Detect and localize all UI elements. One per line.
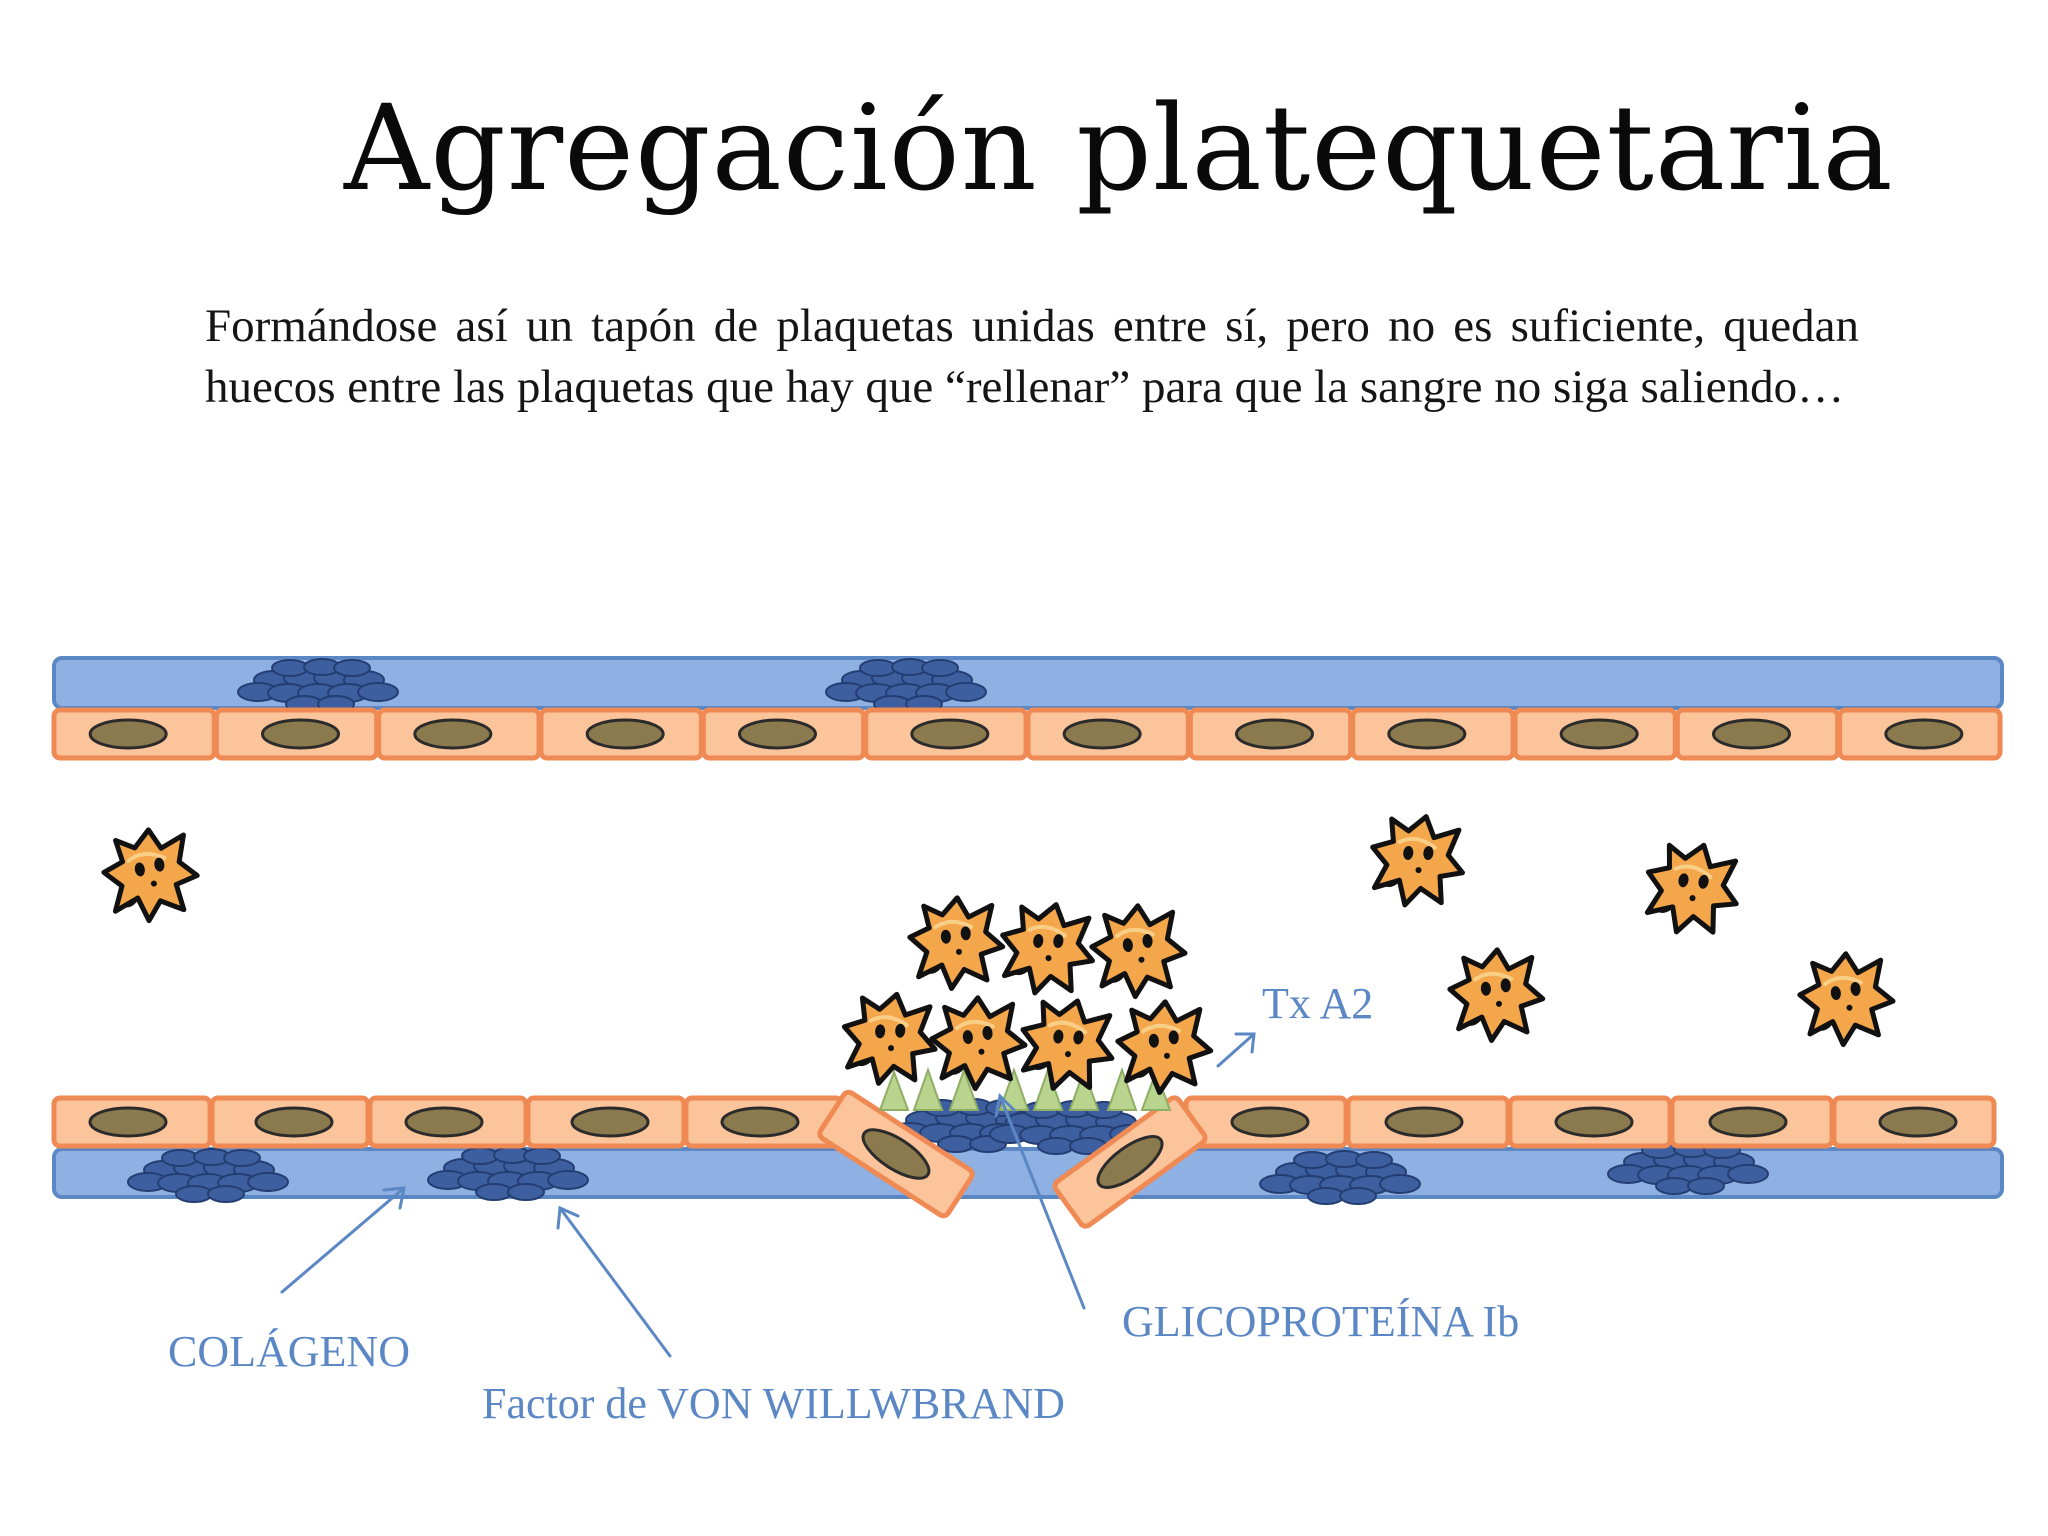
cell-nucleus	[254, 1106, 334, 1138]
label-von-willebrand-factor: Factor de VON WILLWBRAND	[482, 1379, 1065, 1428]
endothelial-cells-upper	[51, 707, 2003, 761]
cell-nucleus	[404, 1106, 484, 1138]
platelet	[1015, 994, 1119, 1096]
cell-nucleus	[1554, 1106, 1634, 1138]
damaged-cell-left	[817, 1089, 975, 1219]
endothelial-cell	[209, 1095, 371, 1149]
endothelial-cell	[525, 1095, 687, 1149]
endothelial-cell	[51, 1095, 213, 1149]
cell-nucleus	[738, 718, 817, 750]
cell-nucleus	[910, 718, 990, 750]
endothelial-cell	[1831, 1095, 1997, 1149]
cell-nucleus	[1878, 1106, 1958, 1138]
cell-nucleus	[570, 1106, 650, 1138]
endothelial-cell	[1183, 1095, 1349, 1149]
platelet	[99, 824, 203, 926]
endothelial-cell	[213, 707, 380, 761]
endothelial-cell	[1512, 707, 1678, 761]
cell-nucleus	[1559, 718, 1639, 750]
platelet	[1115, 999, 1213, 1095]
platelet	[1088, 901, 1189, 1000]
endothelial-cell	[1187, 707, 1354, 761]
platelet	[907, 895, 1005, 991]
endothelial-cell	[1674, 707, 1841, 761]
label-txa2: Tx A2	[1262, 979, 1373, 1028]
platelet	[1367, 811, 1468, 910]
endothelial-cell	[376, 707, 542, 761]
endothelial-cell	[1669, 1095, 1835, 1149]
glycoprotein-ib-receptors	[878, 1066, 1172, 1111]
slide-title: Agregación platequetaria	[344, 79, 1894, 217]
cell-nucleus	[1230, 1106, 1310, 1138]
cell-nucleus	[1384, 1106, 1464, 1138]
label-collagen: COLÁGENO	[168, 1327, 410, 1376]
platelet-plug	[841, 895, 1214, 1096]
endothelial-cell	[1507, 1095, 1673, 1149]
cell-nucleus	[720, 1106, 800, 1138]
endothelial-cell	[367, 1095, 529, 1149]
cell-nucleus	[1387, 718, 1467, 750]
endothelial-cell	[1837, 707, 2003, 761]
label-arrows	[280, 1032, 1256, 1358]
endothelial-cell	[1350, 707, 1516, 761]
cell-nucleus	[1712, 718, 1791, 750]
label-glycoprotein-ib: GLICOPROTEÍNA Ib	[1122, 1297, 1519, 1346]
endothelial-cell	[683, 1095, 845, 1149]
cell-nucleus	[88, 718, 168, 750]
endothelial-cell	[863, 707, 1029, 761]
platelet	[1639, 837, 1745, 942]
upper-vessel-wall	[52, 656, 2004, 710]
cell-nucleus	[1708, 1106, 1788, 1138]
platelet	[1447, 947, 1545, 1043]
platelet	[1796, 949, 1897, 1048]
platelet	[841, 991, 939, 1087]
endothelial-cell	[1025, 707, 1191, 761]
endothelial-cell	[700, 707, 867, 761]
endothelial-cells-lower	[51, 1095, 1997, 1149]
endothelial-cell	[1345, 1095, 1511, 1149]
cell-nucleus	[413, 718, 493, 750]
cell-nucleus	[88, 1106, 168, 1138]
slide-body-text: Formándose así un tapón de plaquetas uni…	[205, 300, 1859, 413]
cell-nucleus	[1884, 718, 1964, 750]
endothelial-cell	[51, 707, 217, 761]
endothelial-cell	[538, 707, 704, 761]
damaged-cell-right	[1052, 1095, 1208, 1229]
cell-nucleus	[1235, 718, 1314, 750]
cell-nucleus	[261, 718, 340, 750]
cell-nucleus	[1062, 718, 1142, 750]
platelet	[997, 899, 1098, 998]
cell-nucleus	[585, 718, 665, 750]
